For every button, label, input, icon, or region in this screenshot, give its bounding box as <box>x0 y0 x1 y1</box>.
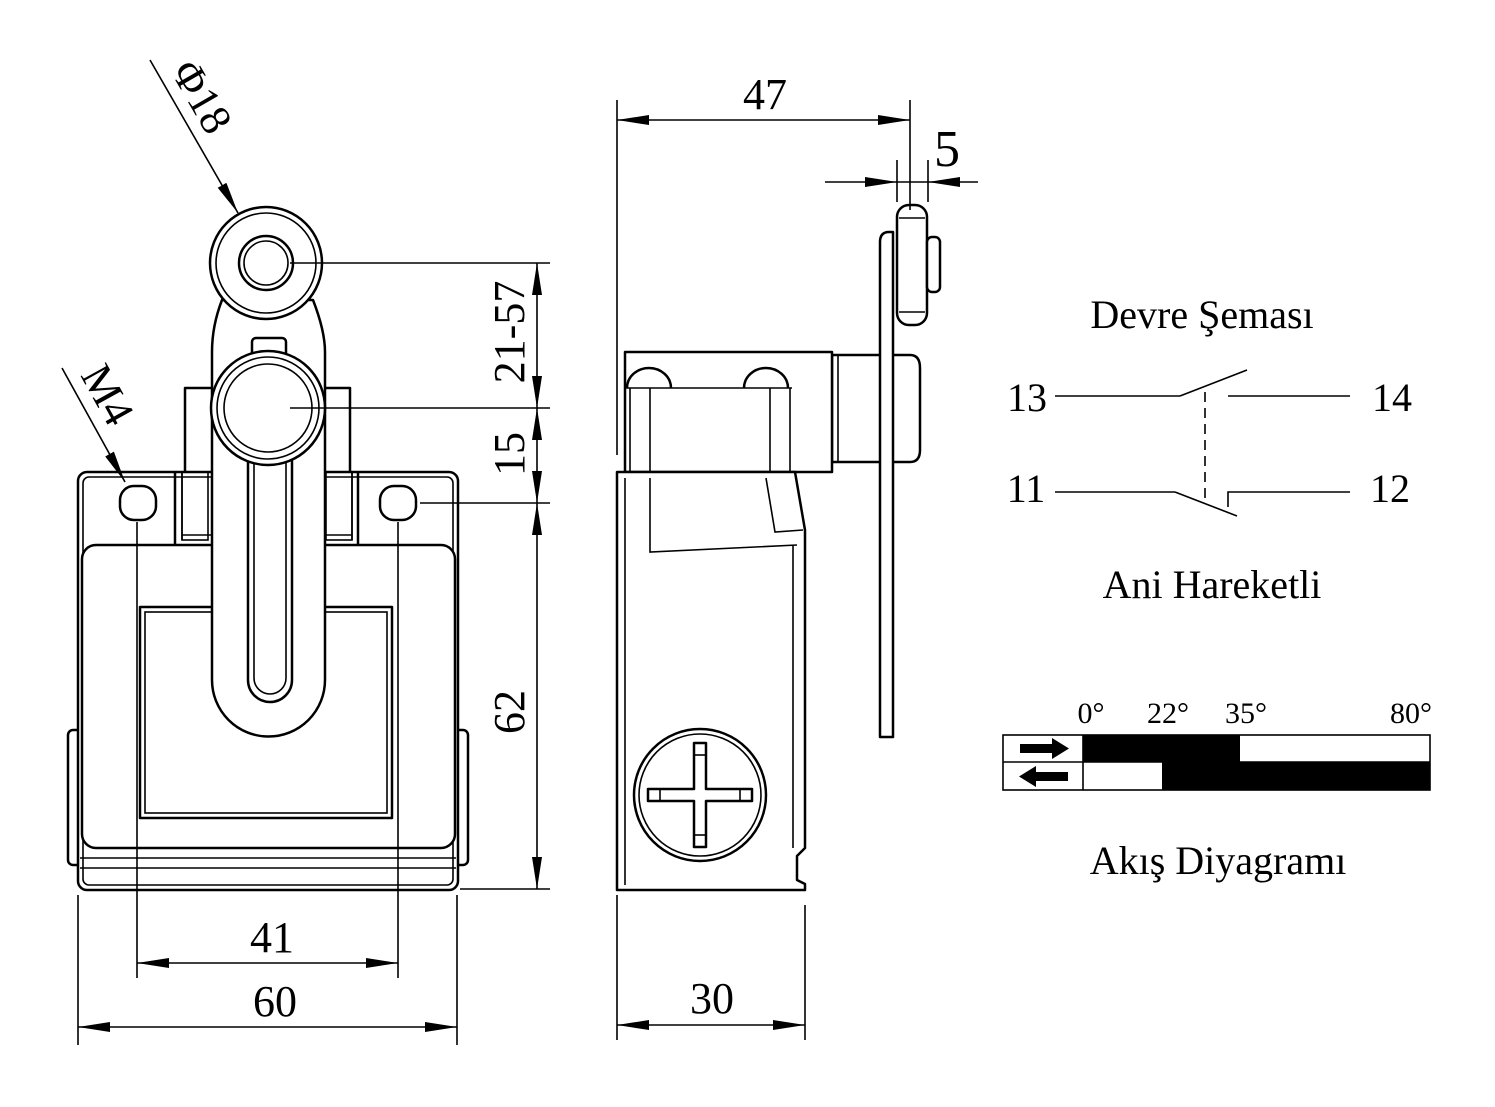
roller-width-label: 5 <box>934 121 960 178</box>
body-side-top-wedge <box>765 477 804 533</box>
head-base-left <box>181 471 209 541</box>
screw-head-left <box>625 366 673 389</box>
body-side-top-step <box>649 478 798 553</box>
screw-head-right <box>742 366 790 389</box>
terminal-screw-ring <box>638 733 762 857</box>
flow-row-2-closed-bar <box>1162 762 1430 790</box>
side-view: 47 5 30 <box>615 70 978 1040</box>
terminal-12: 12 <box>1370 466 1410 511</box>
roller-side <box>895 203 929 327</box>
body-depth-label: 30 <box>690 974 734 1023</box>
flow-row-1-closed-bar <box>1083 735 1240 762</box>
flow-bars <box>1083 735 1430 790</box>
terminal-13: 13 <box>1007 375 1047 420</box>
screw-cross-slot <box>646 741 754 849</box>
roller-hub-inner <box>243 240 289 286</box>
lever-length-label: 21-57 <box>485 281 534 384</box>
shaft-cylinder <box>830 353 922 464</box>
body-width-label: 60 <box>253 977 297 1026</box>
flow-tick-2: 35° <box>1225 697 1267 730</box>
arrow-right-icon <box>1020 738 1069 759</box>
terminal-11: 11 <box>1007 466 1046 511</box>
flow-tick-3: 80° <box>1390 697 1432 730</box>
terminal-screw <box>632 727 768 863</box>
flow-tick-1: 22° <box>1147 697 1189 730</box>
roller-diameter-leader <box>149 59 239 214</box>
lever-plate <box>878 230 895 739</box>
no-contact-blade <box>1179 369 1248 397</box>
mounting-hole-right <box>378 484 418 522</box>
nc-contact-line-right <box>1227 491 1350 507</box>
flow-diagram: 0° 22° 35° 80° Akış Diyagramı <box>1002 697 1432 883</box>
circuit-title: Devre Şeması <box>1090 292 1313 337</box>
roller-side-hub <box>925 235 942 294</box>
nc-contact-blade <box>1174 491 1238 517</box>
terminal-14: 14 <box>1372 375 1412 420</box>
flow-title: Akış Diyagramı <box>1090 838 1347 883</box>
body-height-label: 62 <box>485 690 534 734</box>
hole-spacing-label: 41 <box>250 913 294 962</box>
overall-depth-label: 47 <box>743 70 787 119</box>
pivot-offset-label: 15 <box>485 432 534 476</box>
front-view: Φ18 M4 21-57 15 62 41 60 <box>61 52 550 1045</box>
flow-tick-0: 0° <box>1078 697 1105 730</box>
mounting-hole-left <box>118 484 158 522</box>
action-type-label: Ani Hareketli <box>1103 562 1322 607</box>
thread-leader <box>61 367 126 483</box>
circuit-diagram: Devre Şeması 13 14 11 12 Ani Hareketli <box>1007 292 1412 607</box>
arrow-left-icon <box>1019 766 1068 787</box>
